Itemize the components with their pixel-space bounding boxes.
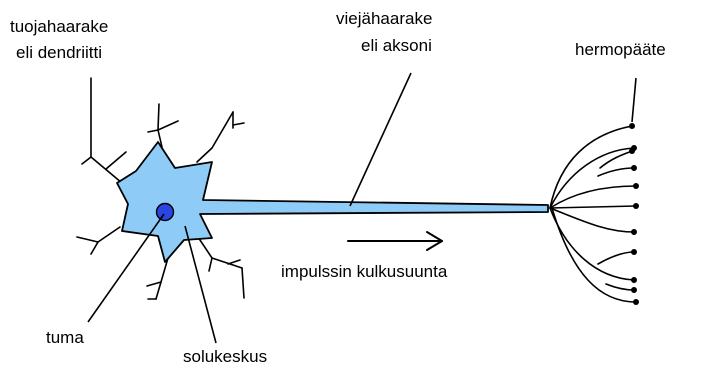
direction-arrow (348, 232, 442, 250)
dendrite-label-line2: eli dendriitti (16, 43, 102, 62)
dendrite-label-line1: tuojahaarake (10, 17, 108, 36)
axon-terminals (550, 126, 636, 302)
terminal-label: hermopääte (575, 40, 666, 59)
synaptic-knobs (629, 123, 639, 305)
axon-label-line2: eli aksoni (361, 36, 432, 55)
direction-label: impulssin kulkusuunta (281, 262, 448, 281)
axon-label-line1: viejähaarake (336, 9, 432, 28)
cell-body (117, 142, 548, 262)
nucleus-label: tuma (46, 328, 84, 347)
nucleus (157, 204, 174, 221)
cell-body-label: solukeskus (183, 347, 267, 366)
